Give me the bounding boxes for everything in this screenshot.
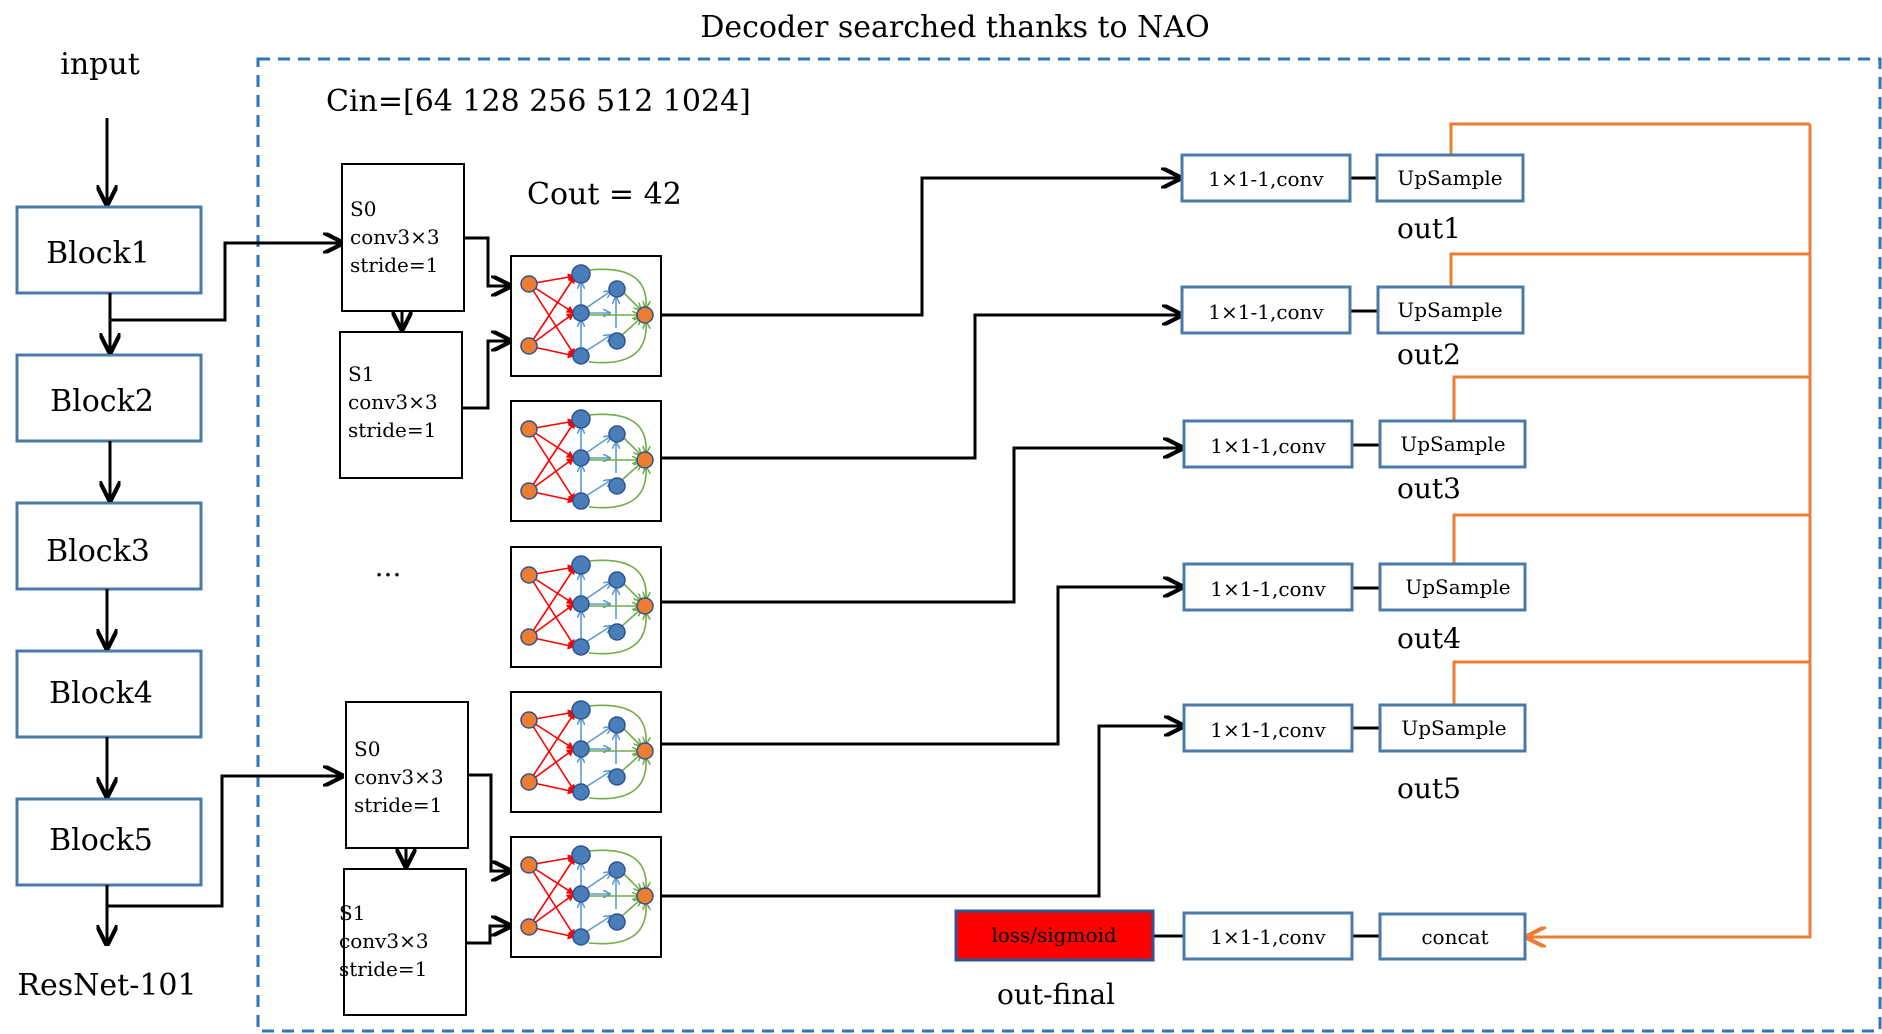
upper-s1-op: conv3×3 xyxy=(348,390,438,414)
conv3-box xyxy=(1182,419,1354,469)
conv2-label: 1×1-1,conv xyxy=(1208,300,1324,324)
out2-to-bus-line xyxy=(1449,252,1810,287)
block4-box xyxy=(15,649,203,739)
cell-4 xyxy=(511,692,661,812)
lower-s0-stride: stride=1 xyxy=(354,793,442,817)
cell3-to-conv3-arrow xyxy=(662,448,1182,604)
lower-s0-to-cell6-arrow xyxy=(468,773,510,871)
block4-label: Block4 xyxy=(49,676,153,711)
upsample3-box xyxy=(1378,419,1527,469)
conv5-label: 1×1-1,conv xyxy=(1210,718,1326,742)
out1-to-bus-line xyxy=(1449,122,1810,155)
out2-label: out2 xyxy=(1397,338,1461,371)
output-heads: 1×1-1,conv UpSample out1 1×1-1,conv UpSa… xyxy=(1180,153,1527,805)
diagram-title: Decoder searched thanks to NAO xyxy=(700,10,1209,45)
decoder-region xyxy=(256,57,1882,1033)
conv3-label: 1×1-1,conv xyxy=(1210,434,1326,458)
upper-s0-name: S0 xyxy=(350,197,376,221)
out3-to-bus-line xyxy=(1452,375,1810,420)
block5-box xyxy=(15,797,203,887)
upsample1-label: UpSample xyxy=(1397,166,1502,190)
upsample2-label: UpSample xyxy=(1397,298,1502,322)
final-head: loss/sigmoid 1×1-1,conv concat out-final xyxy=(954,909,1527,1011)
out5-to-bus-line xyxy=(1452,660,1810,705)
block1-to-stem-arrow xyxy=(110,243,342,322)
cell-1 xyxy=(511,256,661,376)
upsample5-label: UpSample xyxy=(1401,716,1506,740)
upper-s1-name: S1 xyxy=(348,362,374,386)
upper-s1-stride: stride=1 xyxy=(348,418,436,442)
conv2-box xyxy=(1180,285,1352,335)
lower-stem: S0 conv3×3 stride=1 S1 conv3×3 stride=1 xyxy=(339,701,469,1016)
lower-s1-stride: stride=1 xyxy=(339,957,427,981)
concat-box xyxy=(1378,912,1527,961)
upper-s0-op: conv3×3 xyxy=(350,225,440,249)
out5-label: out5 xyxy=(1397,772,1461,805)
out1-label: out1 xyxy=(1397,212,1461,245)
upper-s0-to-cell1-arrow xyxy=(464,236,510,286)
upsample4-box xyxy=(1378,562,1527,612)
lower-s1-op: conv3×3 xyxy=(339,929,429,953)
block2-label: Block2 xyxy=(50,384,154,419)
upsample1-box xyxy=(1375,153,1525,203)
final-conv-label: 1×1-1,conv xyxy=(1210,925,1326,949)
bus-to-concat-arrow xyxy=(1527,124,1812,937)
ellipsis-label: ... xyxy=(375,550,402,583)
final-conv-box xyxy=(1182,911,1354,961)
upper-s0-box xyxy=(341,163,465,312)
out3-label: out3 xyxy=(1397,472,1461,505)
conv4-box xyxy=(1182,562,1354,612)
upper-s1-to-cell1-arrow xyxy=(462,341,510,410)
lower-s0-name: S0 xyxy=(354,737,380,761)
out-final-label: out-final xyxy=(997,978,1115,1011)
upper-s1-box xyxy=(339,331,463,479)
lower-s1-to-cell6-arrow xyxy=(466,926,510,945)
conv5-box xyxy=(1182,703,1354,753)
out4-to-bus-line xyxy=(1452,513,1810,563)
backbone-label: ResNet-101 xyxy=(17,968,196,1003)
cell2-to-conv2-arrow xyxy=(662,315,1181,460)
cell4-to-conv4-arrow xyxy=(662,587,1182,746)
concat-label: concat xyxy=(1421,925,1488,949)
block3-label: Block3 xyxy=(46,534,150,569)
conv4-label: 1×1-1,conv xyxy=(1210,577,1326,601)
conv1-box xyxy=(1180,153,1352,203)
cin-label: Cin=[64 128 256 512 1024] xyxy=(326,84,751,119)
cell-3 xyxy=(511,547,661,667)
upsample4-label: UpSample xyxy=(1405,575,1510,599)
cell5-to-conv5-arrow xyxy=(662,726,1183,898)
upper-stem: S0 conv3×3 stride=1 S1 conv3×3 stride=1 xyxy=(339,163,465,479)
input-label: input xyxy=(60,47,140,82)
upsample5-box xyxy=(1378,703,1527,753)
block2-box xyxy=(15,353,203,443)
cout-label: Cout = 42 xyxy=(527,177,682,212)
cell-2 xyxy=(511,401,661,521)
resnet-backbone: Block1 Block2 Block3 Block4 Block5 ResNe… xyxy=(15,205,203,1003)
upper-s0-stride: stride=1 xyxy=(350,253,438,277)
lower-s0-box xyxy=(345,701,469,849)
lower-s0-op: conv3×3 xyxy=(354,765,444,789)
cell1-to-conv1-arrow xyxy=(662,178,1180,317)
loss-sigmoid-label: loss/sigmoid xyxy=(991,923,1117,947)
cell-5 xyxy=(511,837,661,957)
upsample2-box xyxy=(1376,285,1525,335)
lower-s1-name: S1 xyxy=(339,901,365,925)
block1-label: Block1 xyxy=(46,236,150,271)
block5-to-stem-arrow xyxy=(107,776,342,908)
block5-label: Block5 xyxy=(49,823,153,858)
conv1-label: 1×1-1,conv xyxy=(1208,167,1324,191)
upsample3-label: UpSample xyxy=(1400,432,1505,456)
out4-label: out4 xyxy=(1397,622,1461,655)
block3-box xyxy=(15,501,203,591)
loss-sigmoid-box xyxy=(954,909,1155,962)
